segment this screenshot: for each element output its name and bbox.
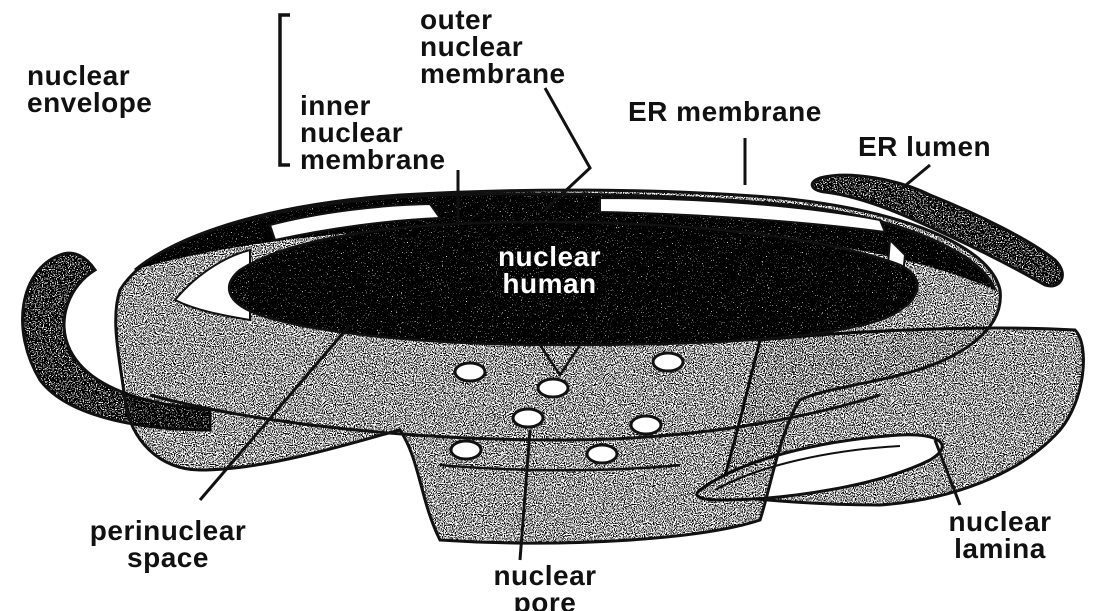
label-nuclear-lamina-line2: lamina (905, 535, 1095, 562)
label-er-membrane-line1: ER membrane (628, 98, 822, 125)
label-outer-nuclear-membrane-line1: outer (420, 6, 566, 33)
label-er-membrane: ER membrane (628, 98, 822, 125)
label-nuclear-envelope: nuclear envelope (27, 62, 152, 116)
label-perinuclear-space: perinuclear space (28, 517, 308, 571)
label-perinuclear-space-line2: space (28, 544, 308, 571)
label-nuclear-human-line1: nuclear (462, 243, 637, 270)
label-nuclear-pore: nuclear pore (445, 562, 645, 611)
pore-7 (587, 445, 617, 463)
label-perinuclear-space-line1: perinuclear (28, 517, 308, 544)
pore-3 (653, 353, 683, 371)
envelope-bracket (280, 15, 290, 165)
pore-1 (455, 363, 485, 381)
pore-2 (538, 379, 568, 397)
pore-4 (513, 409, 543, 427)
label-nuclear-pore-line1: nuclear (445, 562, 645, 589)
label-inner-nuclear-membrane-line3: membrane (300, 146, 446, 173)
label-nuclear-pore-line2: pore (445, 589, 645, 611)
label-nuclear-envelope-line2: envelope (27, 89, 152, 116)
label-nuclear-human-line2: human (462, 270, 637, 297)
label-er-lumen: ER lumen (858, 133, 991, 160)
label-inner-nuclear-membrane-line1: inner (300, 92, 446, 119)
label-inner-nuclear-membrane: inner nuclear membrane (300, 92, 446, 173)
pore-5 (631, 416, 661, 434)
label-nuclear-human: nuclear human (462, 243, 637, 297)
label-nuclear-envelope-line1: nuclear (27, 62, 152, 89)
label-outer-nuclear-membrane-line3: membrane (420, 60, 566, 87)
label-nuclear-lamina: nuclear lamina (905, 508, 1095, 562)
label-inner-nuclear-membrane-line2: nuclear (300, 119, 446, 146)
label-nuclear-lamina-line1: nuclear (905, 508, 1095, 535)
label-er-lumen-line1: ER lumen (858, 133, 991, 160)
label-outer-nuclear-membrane: outer nuclear membrane (420, 6, 566, 87)
leader-er-lumen (900, 165, 930, 190)
pore-6 (451, 441, 481, 459)
label-outer-nuclear-membrane-line2: nuclear (420, 33, 566, 60)
